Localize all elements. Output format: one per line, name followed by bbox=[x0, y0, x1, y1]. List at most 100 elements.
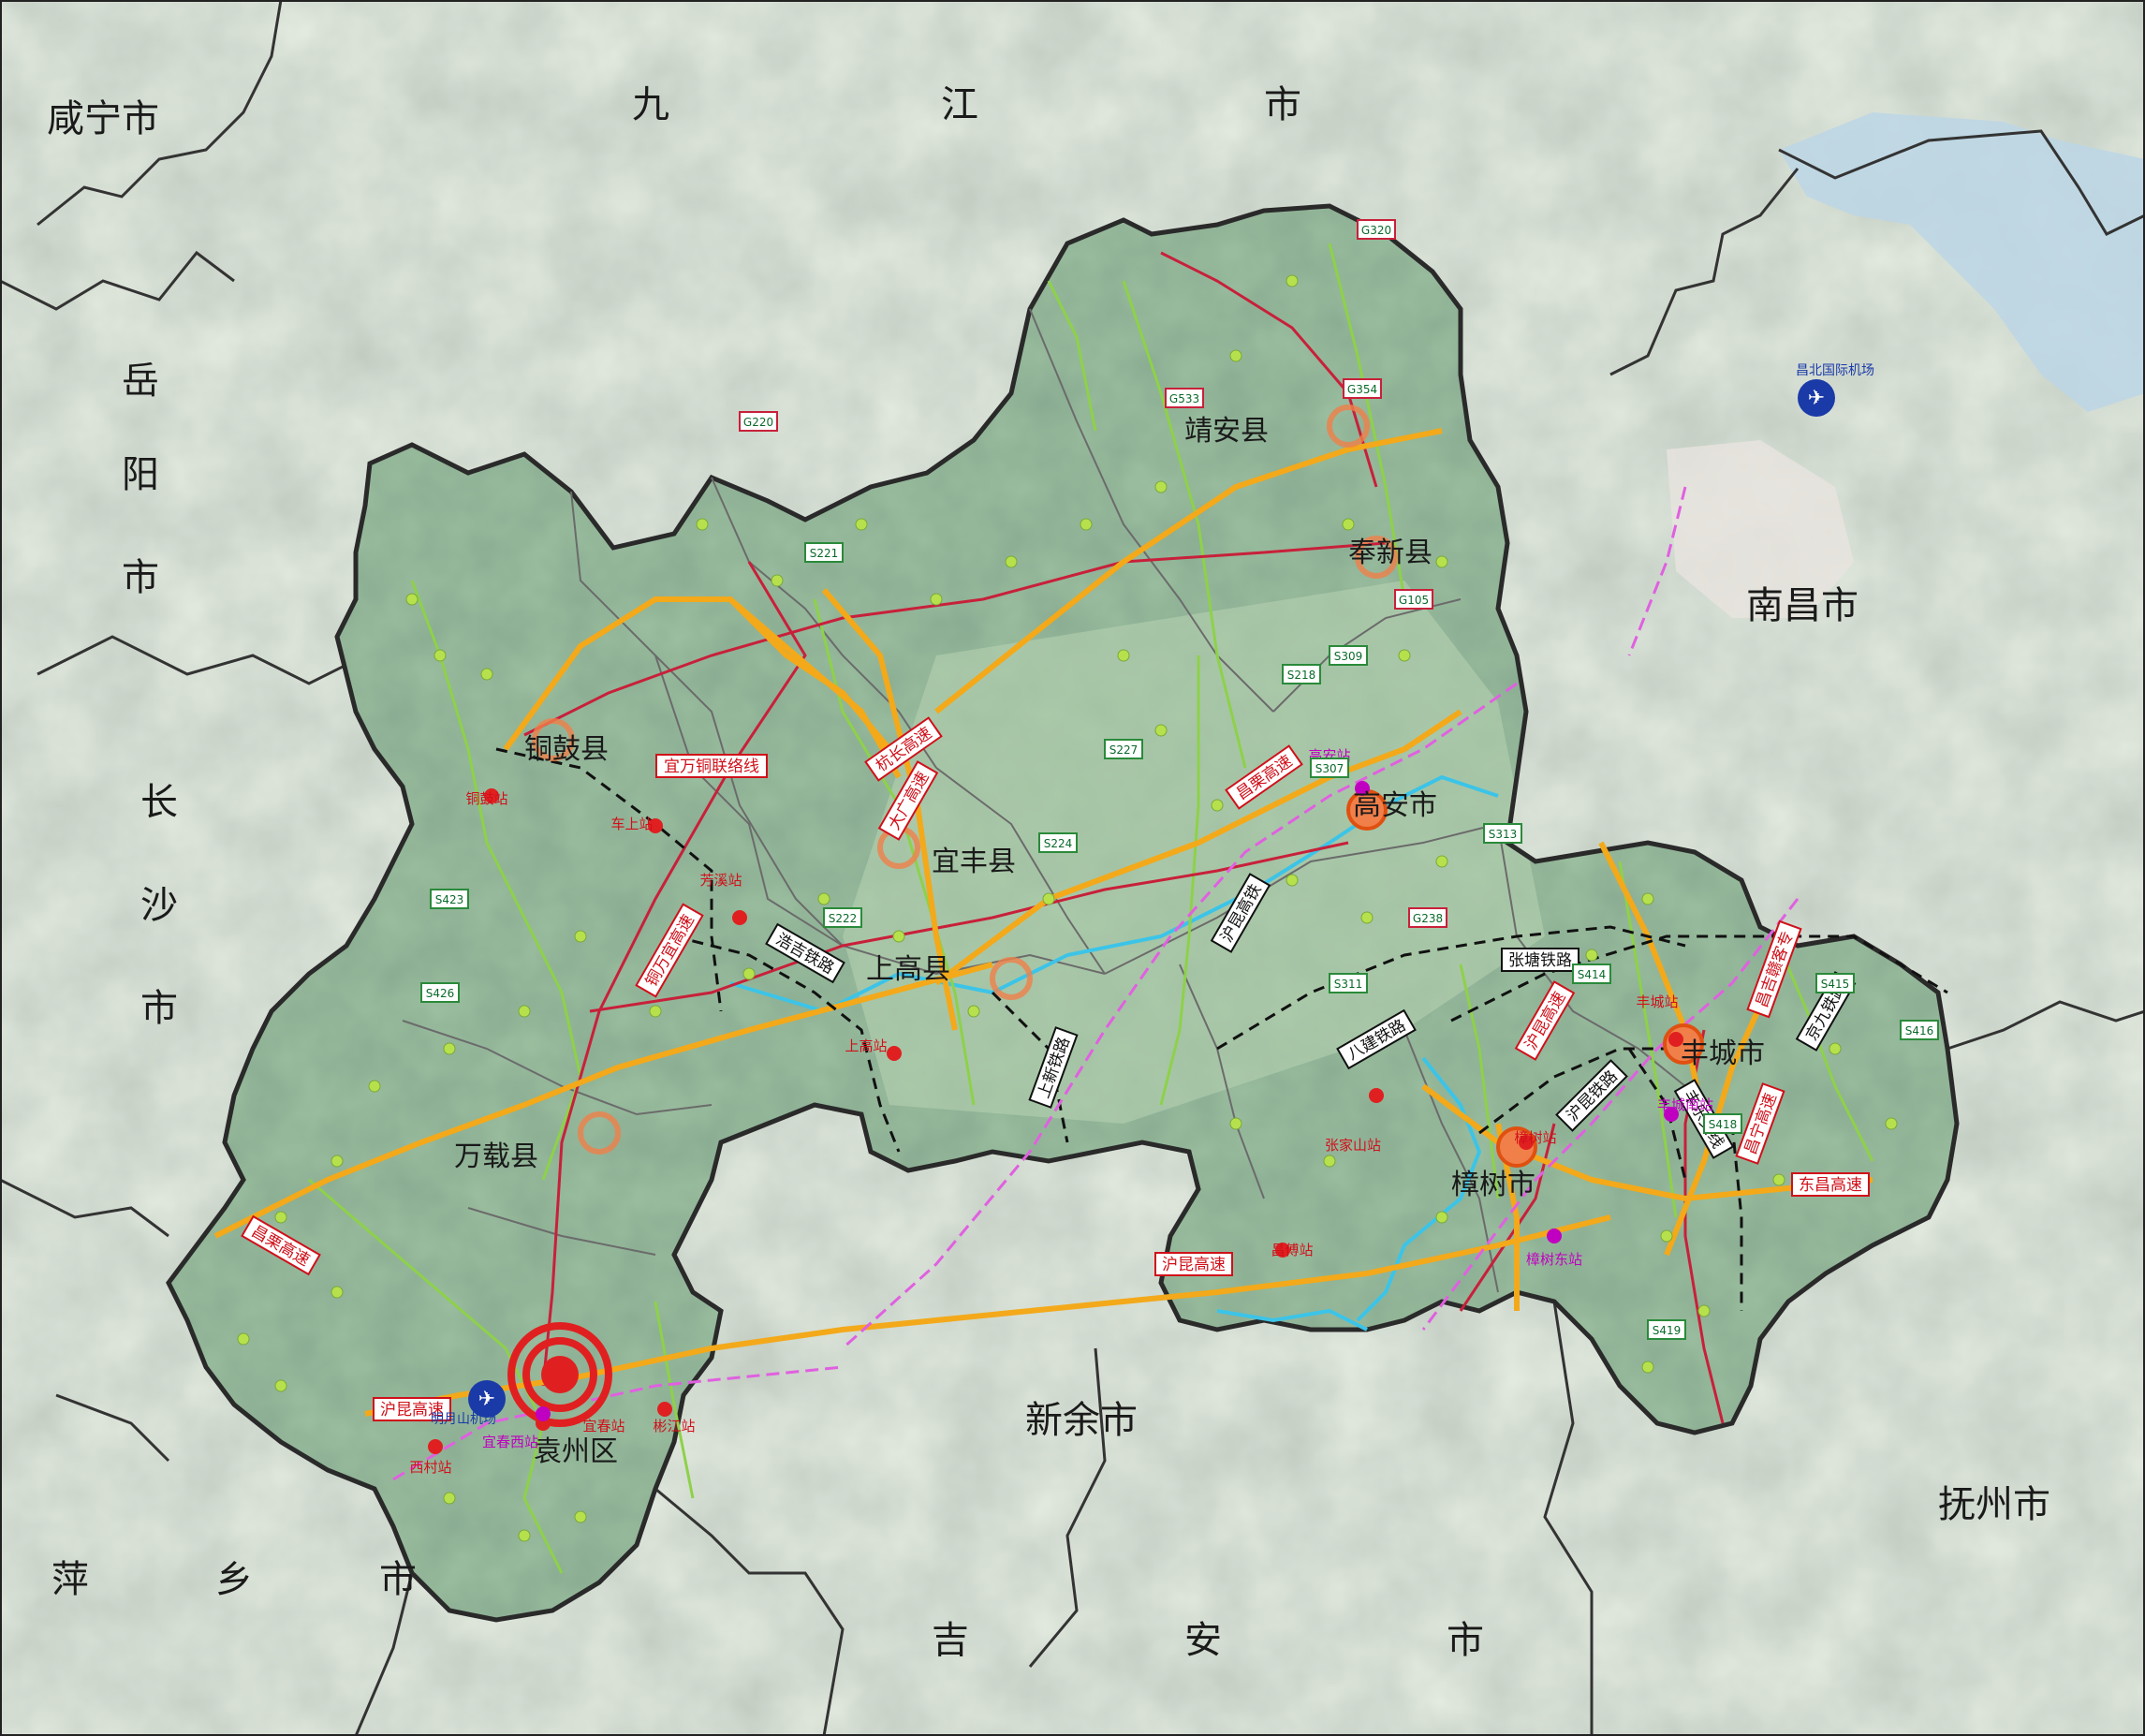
road-shield-text: G105 bbox=[1399, 594, 1429, 607]
road-shield: S426 bbox=[420, 982, 460, 1003]
road-shield-text: G238 bbox=[1413, 912, 1443, 925]
region-label-yueyang-yue: 岳 bbox=[122, 360, 159, 403]
lake bbox=[1779, 112, 2145, 412]
region-label-pingxiang-xiang: 乡 bbox=[215, 1558, 253, 1601]
county-label-fengcheng: 丰城市 bbox=[1681, 1037, 1765, 1070]
rail-label-text: 张塘铁路 bbox=[1508, 951, 1572, 970]
road-label-text: 东昌高速 bbox=[1799, 1176, 1862, 1195]
station-label-fangxi-st: 芳溪站 bbox=[699, 872, 742, 889]
road-label-yiwan-tonglian: 宜万铜联络线 bbox=[655, 754, 768, 778]
road-shield-text: S423 bbox=[435, 893, 464, 906]
svg-text:✈: ✈ bbox=[478, 1388, 495, 1411]
region-label-jian-an: 安 bbox=[1184, 1619, 1222, 1662]
road-shield-text: G354 bbox=[1347, 383, 1377, 396]
region-label-changsha-sha: 沙 bbox=[140, 884, 178, 927]
road-shield: S227 bbox=[1104, 739, 1143, 759]
road-shield: G320 bbox=[1357, 219, 1396, 240]
airport-markers: ✈ ✈ bbox=[468, 379, 1835, 1418]
road-shield-text: S307 bbox=[1315, 762, 1344, 775]
road-shield-text: G320 bbox=[1361, 224, 1391, 237]
svg-text:✈: ✈ bbox=[1808, 387, 1825, 410]
high-speed-rail bbox=[392, 486, 1800, 1481]
region-label-jian-ji: 吉 bbox=[932, 1619, 969, 1662]
county-label-yifeng: 宜丰县 bbox=[932, 846, 1016, 878]
region-label-changsha-chang: 长 bbox=[140, 781, 178, 824]
region-label-pingxiang-shi: 市 bbox=[379, 1558, 417, 1601]
region-label-fuzhou: 抚州市 bbox=[1938, 1483, 2050, 1526]
region-label-yueyang-yang: 阳 bbox=[122, 453, 159, 496]
hsr-station-markers bbox=[536, 781, 1679, 1421]
road-shield-text: S227 bbox=[1109, 743, 1139, 757]
road-shield: S309 bbox=[1329, 645, 1368, 666]
station-label-cheshang-st: 车上站 bbox=[610, 816, 653, 832]
road-shield-text: S416 bbox=[1905, 1024, 1934, 1037]
road-shield: S218 bbox=[1282, 664, 1321, 684]
county-label-wanzai: 万载县 bbox=[454, 1140, 538, 1173]
county-label-gaoan: 高安市 bbox=[1353, 789, 1437, 822]
road-shield: S307 bbox=[1310, 758, 1349, 778]
road-shield-text: S419 bbox=[1653, 1324, 1682, 1337]
road-shield: S313 bbox=[1483, 823, 1522, 844]
road-shield: G238 bbox=[1408, 907, 1447, 928]
region-label-nanchang: 南昌市 bbox=[1746, 584, 1859, 627]
road-shield: S419 bbox=[1647, 1319, 1686, 1340]
road-label-text: 沪昆高速 bbox=[380, 1401, 444, 1420]
region-label-jian-shi: 市 bbox=[1447, 1619, 1484, 1662]
road-shield-text: S222 bbox=[829, 912, 858, 925]
road-shield-text: S218 bbox=[1287, 669, 1316, 682]
county-label-shanggao: 上高县 bbox=[866, 953, 950, 986]
road-shield: G533 bbox=[1165, 388, 1204, 408]
road-shield-text: S414 bbox=[1578, 968, 1607, 981]
airport-label-mingyueshan: 明月山机场 bbox=[431, 1412, 496, 1427]
region-labels: 咸宁市九江市岳阳市长沙市南昌市新余市抚州市萍乡市吉安市 bbox=[47, 83, 2050, 1662]
airport-label-changbei: 昌北国际机场 bbox=[1796, 363, 1874, 378]
road-label-dongchang: 东昌高速 bbox=[1791, 1172, 1870, 1197]
airport-icon: ✈ bbox=[468, 1380, 506, 1418]
rivers bbox=[729, 774, 1499, 1331]
region-label-pingxiang-ping: 萍 bbox=[51, 1558, 89, 1601]
road-shield: S222 bbox=[823, 907, 862, 928]
station-label-fengcheng-st: 丰城站 bbox=[1636, 993, 1678, 1010]
station-label-yichun-st: 宜春站 bbox=[582, 1418, 624, 1434]
county-label-tonggu: 铜鼓县 bbox=[524, 733, 609, 766]
road-label-hukun-2: 沪昆高速 bbox=[1154, 1252, 1233, 1276]
county-label-zhangshu: 樟树市 bbox=[1451, 1169, 1535, 1201]
road-shield-text: S426 bbox=[426, 987, 455, 1000]
road-shield: S311 bbox=[1329, 973, 1368, 993]
road-label-hukun-1: 沪昆高速 bbox=[373, 1397, 451, 1421]
road-shield: G354 bbox=[1343, 378, 1382, 399]
road-shield: S414 bbox=[1572, 964, 1611, 984]
station-label-zhangshu-east-st: 樟树东站 bbox=[1526, 1251, 1582, 1268]
town-dots bbox=[237, 274, 1898, 1542]
road-shield-text: S311 bbox=[1334, 978, 1363, 991]
county-label-fengxin: 奉新县 bbox=[1348, 537, 1432, 569]
road-shield: S221 bbox=[804, 542, 844, 563]
station-label-xicun-st: 西村站 bbox=[409, 1459, 451, 1476]
road-shield: S423 bbox=[430, 889, 469, 909]
station-label-zhangshu-st: 樟树站 bbox=[1514, 1129, 1556, 1146]
road-shield-text: S415 bbox=[1821, 978, 1850, 991]
road-label-text: 沪昆高速 bbox=[1162, 1256, 1226, 1274]
station-label-changfu-st: 昌傅站 bbox=[1271, 1242, 1313, 1258]
region-label-jiujiang-jiu: 九 bbox=[632, 83, 669, 126]
region-label-yueyang-shi: 市 bbox=[122, 556, 159, 599]
station-label-tonggu-st: 铜鼓站 bbox=[465, 790, 507, 807]
station-label-fengcheng-south-st: 丰城南站 bbox=[1657, 1096, 1713, 1113]
road-shield-text: G533 bbox=[1169, 392, 1199, 405]
county-label-yuanzhou: 袁州区 bbox=[534, 1435, 618, 1468]
region-label-changsha-shi: 市 bbox=[140, 987, 178, 1030]
urban-area bbox=[1667, 440, 1854, 618]
road-shield-text: S313 bbox=[1489, 828, 1518, 841]
region-label-xinyu: 新余市 bbox=[1025, 1399, 1138, 1442]
region-label-xianning: 咸宁市 bbox=[47, 97, 159, 140]
road-shield: G220 bbox=[739, 411, 778, 432]
yichun-center-marker bbox=[507, 1322, 612, 1427]
road-shield-text: S224 bbox=[1044, 837, 1073, 850]
road-shield-text: S309 bbox=[1334, 650, 1363, 663]
road-shield-text: G220 bbox=[743, 416, 773, 429]
